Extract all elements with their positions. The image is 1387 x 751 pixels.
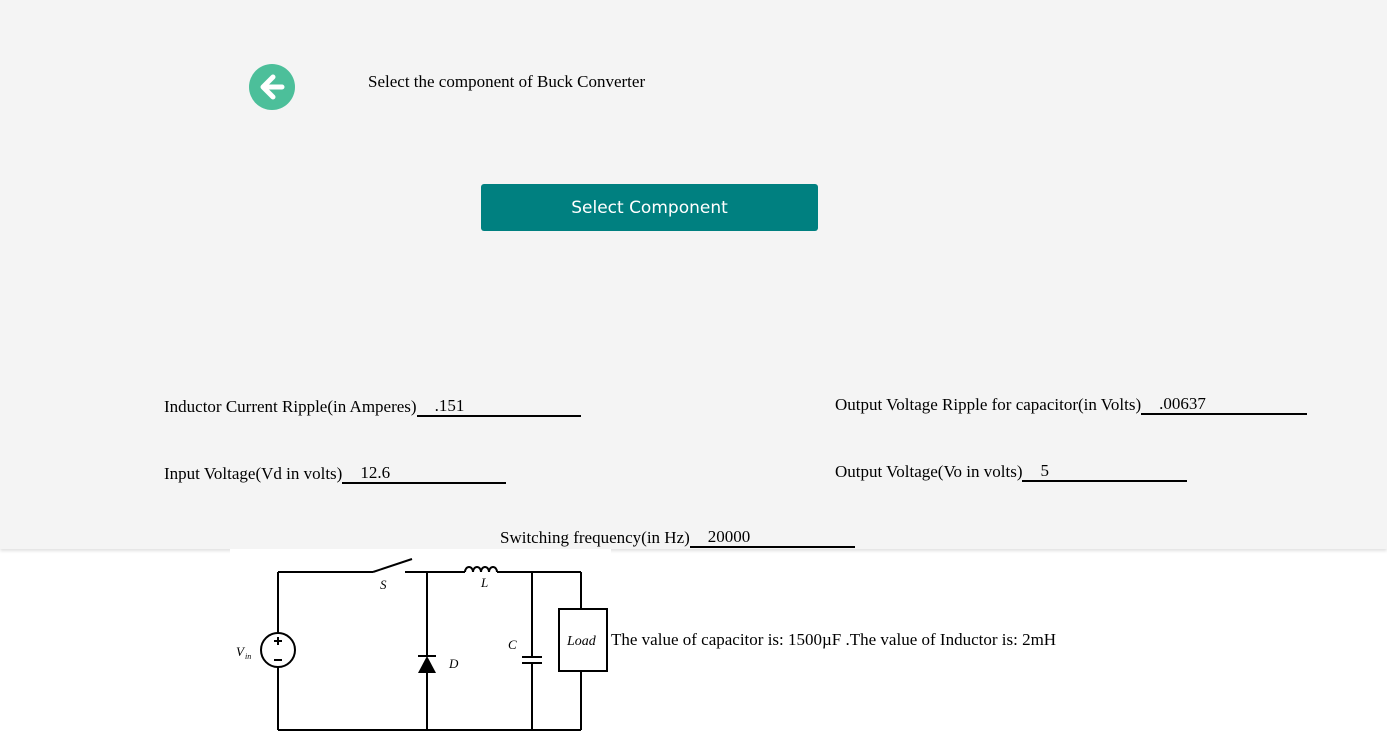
switching-frequency-field: Switching frequency(in Hz) 20000 (500, 527, 855, 548)
output-voltage-label: Output Voltage(Vo in volts) (835, 462, 1023, 481)
circuit-schematic: S L D C Load V in (236, 558, 608, 731)
result-text: The value of capacitor is: 1500µF .The v… (611, 630, 1057, 649)
output-ripple-field: Output Voltage Ripple for capacitor(in V… (835, 394, 1308, 415)
inductor-ripple-label: Inductor Current Ripple(in Amperes) (164, 397, 417, 416)
input-voltage-label: Input Voltage(Vd in volts) (164, 464, 343, 483)
arrow-left-icon (260, 74, 285, 100)
load-label: Load (566, 634, 597, 649)
output-ripple-value[interactable]: .00637 (1141, 394, 1308, 415)
inductor-ripple-field: Inductor Current Ripple(in Amperes) .151 (164, 396, 581, 417)
input-voltage-field: Input Voltage(Vd in volts) 12.6 (164, 463, 507, 484)
select-component-button[interactable]: Select Component (481, 184, 818, 231)
page-title: Select the component of Buck Converter (368, 72, 646, 91)
inductor-ripple-value[interactable]: .151 (416, 396, 581, 417)
switching-frequency-label: Switching frequency(in Hz) (500, 528, 690, 547)
output-voltage-value[interactable]: 5 (1022, 461, 1188, 482)
output-voltage-field: Output Voltage(Vo in volts) 5 (835, 461, 1188, 482)
back-button[interactable] (249, 64, 295, 110)
input-voltage-value[interactable]: 12.6 (342, 463, 507, 484)
inductor-label: L (480, 575, 488, 590)
buck-converter-circuit-diagram: S L D C Load V in (230, 549, 611, 739)
source-label: V (236, 644, 246, 659)
switching-frequency-value[interactable]: 20000 (689, 527, 855, 548)
switch-label: S (380, 577, 387, 592)
top-panel: Select the component of Buck Converter S… (0, 0, 1387, 549)
output-ripple-label: Output Voltage Ripple for capacitor(in V… (835, 395, 1142, 414)
diode-label: D (448, 656, 459, 671)
capacitor-label: C (508, 637, 517, 652)
source-sub-label: in (245, 652, 251, 661)
